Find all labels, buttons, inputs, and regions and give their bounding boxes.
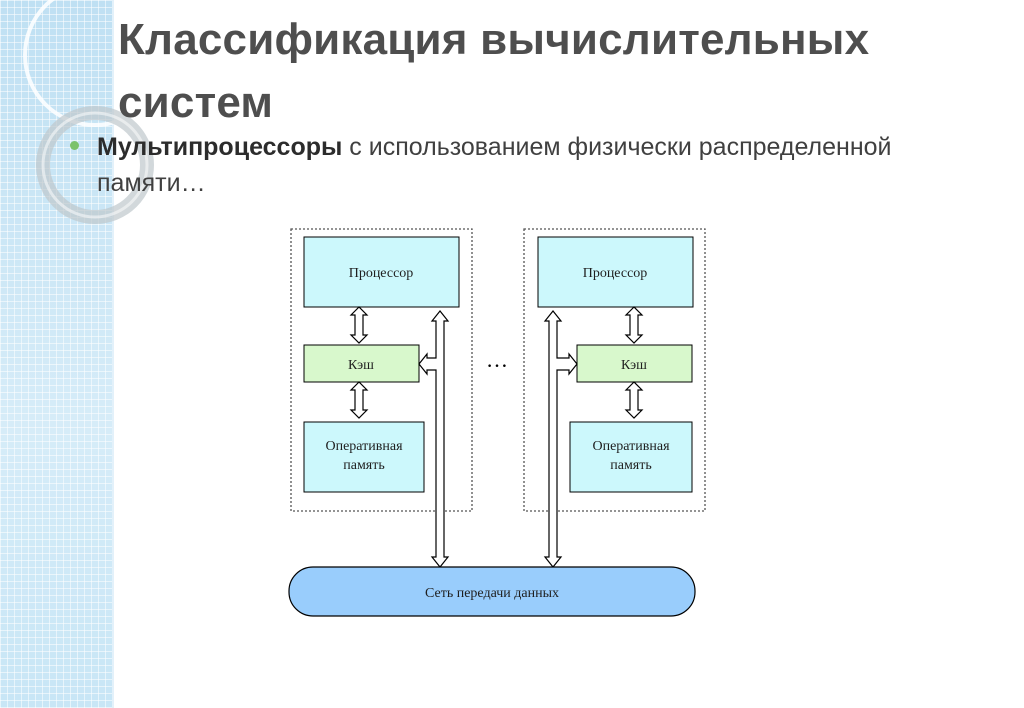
memory-box-1 <box>303 421 425 493</box>
decorative-circles <box>23 0 167 224</box>
cache-memory-arrow-1 <box>350 381 368 419</box>
processor-label-2: Процессор <box>583 266 648 281</box>
memory-label-1a: Оперативная <box>325 439 403 454</box>
processor-cache-arrow-1 <box>350 306 368 344</box>
memory-label-1b: память <box>343 458 385 473</box>
memory-label-2b: память <box>610 458 652 473</box>
processor-box-2 <box>537 236 694 308</box>
node-boundary-2 <box>523 228 706 512</box>
processor-cache-arrow-2 <box>625 306 643 344</box>
bus-connector-1 <box>418 310 450 568</box>
cache-label-2: Кэш <box>621 358 647 373</box>
bullet-marker <box>70 141 79 150</box>
memory-box-2 <box>569 421 693 493</box>
ellipsis-text: … <box>486 347 508 372</box>
processor-label-1: Процессор <box>349 266 414 281</box>
network-box <box>288 566 696 617</box>
network-label: Сеть передачи данных <box>425 586 559 601</box>
bullet-bold-term: Мультипроцессоры <box>97 133 343 161</box>
cache-memory-arrow-2 <box>625 381 643 419</box>
bus-connector-2 <box>543 310 578 568</box>
cache-label-1: Кэш <box>348 358 374 373</box>
slide-title: Классификация вычислительных систем <box>118 15 870 127</box>
node-boundary-1 <box>290 228 473 512</box>
cache-box-1 <box>303 344 420 383</box>
bullet-description: с использованием физически распределенно… <box>97 133 892 197</box>
memory-label-2a: Оперативная <box>592 439 670 454</box>
processor-box-1 <box>303 236 460 308</box>
bullet-point: Мультипроцессоры с использованием физиче… <box>97 129 897 201</box>
